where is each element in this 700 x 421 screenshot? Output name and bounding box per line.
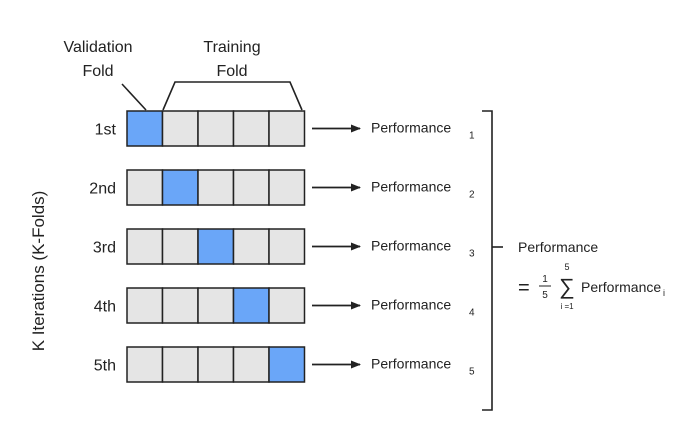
training-fold: [126, 287, 164, 324]
training-fold-label-line1: Training: [203, 39, 260, 56]
performance-label: Performance: [371, 297, 451, 313]
training-fold: [268, 169, 306, 206]
iteration-row: 5th Performance 5: [94, 346, 475, 383]
training-fold: [232, 346, 270, 383]
validation-fold: [268, 346, 306, 383]
iteration-label: 5th: [94, 358, 116, 375]
training-fold: [161, 228, 199, 265]
performance-label: Performance: [371, 238, 451, 254]
training-fold: [126, 228, 164, 265]
training-fold: [197, 169, 235, 206]
validation-fold-label-line1: Validation: [63, 39, 132, 56]
training-fold: [197, 110, 235, 147]
fraction-denominator: 5: [542, 290, 548, 301]
performance-subscript: 1: [469, 131, 475, 142]
iteration-row: 4th Performance 4: [94, 287, 475, 324]
training-fold: [232, 169, 270, 206]
performance-subscript: 2: [469, 190, 475, 201]
training-bracket: [162, 81, 303, 111]
training-fold: [126, 169, 164, 206]
training-fold: [197, 287, 235, 324]
summary-term-subscript: i: [663, 288, 665, 298]
summary-title: Performance: [518, 239, 598, 255]
performance-label: Performance: [371, 356, 451, 372]
sum-lower-limit: i =1: [560, 302, 574, 311]
performance-subscript: 3: [469, 249, 475, 260]
iteration-label: 1st: [95, 122, 117, 139]
validation-fold: [232, 287, 270, 324]
training-fold: [197, 346, 235, 383]
training-fold: [161, 287, 199, 324]
validation-pointer-line: [121, 83, 147, 111]
validation-fold-label-line2: Fold: [82, 63, 113, 80]
training-fold: [161, 346, 199, 383]
results-bracket: [482, 110, 493, 411]
performance-subscript: 5: [469, 367, 475, 378]
validation-fold: [126, 110, 164, 147]
sigma-symbol: ∑: [559, 274, 575, 299]
iteration-label: 2nd: [89, 181, 116, 198]
performance-label: Performance: [371, 179, 451, 195]
training-fold: [232, 110, 270, 147]
iteration-row: 1st Performance 1: [95, 110, 475, 147]
training-fold: [268, 110, 306, 147]
summary-equals: =: [518, 277, 530, 299]
validation-fold: [161, 169, 199, 206]
training-fold: [268, 287, 306, 324]
sum-upper-limit: 5: [564, 262, 569, 272]
validation-fold: [197, 228, 235, 265]
fraction-numerator: 1: [542, 274, 548, 285]
summary-term: Performance: [581, 279, 661, 295]
iteration-row: 2nd Performance 2: [89, 169, 475, 206]
iteration-label: 4th: [94, 299, 116, 316]
training-fold: [232, 228, 270, 265]
iteration-label: 3rd: [93, 240, 116, 257]
training-fold-label-line2: Fold: [216, 63, 247, 80]
training-fold: [268, 228, 306, 265]
performance-subscript: 4: [469, 308, 475, 319]
training-fold: [126, 346, 164, 383]
performance-label: Performance: [371, 120, 451, 136]
k-iterations-axis-label: K Iterations (K-Folds): [29, 191, 48, 352]
training-fold: [161, 110, 199, 147]
iteration-row: 3rd Performance 3: [93, 228, 475, 265]
